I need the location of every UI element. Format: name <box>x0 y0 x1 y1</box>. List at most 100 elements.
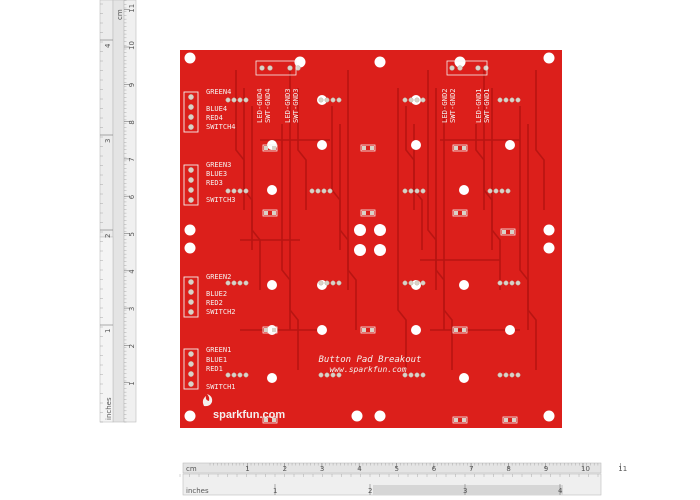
h-cm-tick-label: 2 <box>283 465 287 473</box>
v-cm-tick-label: 5 <box>128 232 136 236</box>
header-pin <box>487 188 493 194</box>
label-blue2: BLUE2 <box>206 290 227 298</box>
side-header-pin <box>188 381 194 387</box>
side-group-2: GREEN2 BLUE2 RED2 SWITCH2 <box>206 273 236 316</box>
header-pin <box>515 280 521 286</box>
header-pin <box>414 280 420 286</box>
header-pin <box>408 372 414 378</box>
mounting-hole <box>374 56 386 68</box>
h-cm-tick-label: 10 <box>581 465 590 473</box>
h-inch-tick-label: 1 <box>273 487 277 495</box>
side-header-pin <box>188 361 194 367</box>
mounting-hole <box>294 56 306 68</box>
header-pin <box>497 372 503 378</box>
copper-traces <box>235 70 545 370</box>
top-right-ground-labels: LED-GND2 SWT-GND2 LED-GND1 SWT-GND1 <box>440 60 491 123</box>
header-pin <box>330 97 336 103</box>
top-header-pin <box>483 65 489 71</box>
side-header-pin <box>188 167 194 173</box>
label-switch2: SWITCH2 <box>206 308 236 316</box>
header-pin <box>414 188 420 194</box>
top-left-ground-labels: LED-GND4 SWT-GND4 LED-GND3 SWT-GND3 <box>255 60 300 123</box>
smd-resistor <box>452 144 468 152</box>
side-group-4: GREEN4 BLUE4 RED4 SWITCH4 <box>206 88 236 131</box>
label-red4: RED4 <box>206 114 223 122</box>
header-pin <box>515 372 521 378</box>
header-pin <box>237 280 243 286</box>
v-cm-tick-label: 2 <box>128 344 136 348</box>
header-pin <box>402 280 408 286</box>
v-inch-tick-label: 4 <box>104 43 112 48</box>
v-cm-tick-label: 9 <box>128 83 136 87</box>
side-header-pin <box>188 104 194 110</box>
header-pin <box>315 188 321 194</box>
button-hole <box>459 373 469 383</box>
h-cm-tick-label: 8 <box>506 465 510 473</box>
header-pin <box>503 280 509 286</box>
side-header-pin <box>188 177 194 183</box>
header-pin <box>225 97 231 103</box>
button-hole <box>317 140 327 150</box>
label-blue4: BLUE4 <box>206 105 227 113</box>
top-header-pin <box>267 65 273 71</box>
button-hole <box>459 185 469 195</box>
pcb-board: LED-GND4 SWT-GND4 LED-GND3 SWT-GND3 LED-… <box>180 50 562 428</box>
mounting-hole <box>184 410 196 422</box>
smd-resistor <box>262 416 278 424</box>
side-header-outlines <box>183 91 199 390</box>
header-pin <box>309 188 315 194</box>
header-pin <box>408 97 414 103</box>
h-cm-tick-label: 7 <box>469 465 473 473</box>
side-group-1: GREEN1 BLUE1 RED1 SWITCH1 <box>206 346 236 391</box>
h-cm-tick-label: 3 <box>320 465 324 473</box>
side-header-pin <box>188 351 194 357</box>
header-pin <box>499 188 505 194</box>
top-header-pin <box>259 65 265 71</box>
label-led-gnd1: LED-GND1 <box>474 88 483 123</box>
center-hole <box>374 244 386 256</box>
header-pin <box>231 372 237 378</box>
side-header-pin <box>188 309 194 315</box>
h-ruler-inch-label: inches <box>186 487 209 495</box>
label-switch1: SWITCH1 <box>206 383 236 391</box>
smd-resistor <box>452 326 468 334</box>
mounting-hole <box>543 410 555 422</box>
label-switch3: SWITCH3 <box>206 196 236 204</box>
mounting-hole <box>184 242 196 254</box>
sparkfun-logo: sparkfun.com <box>202 394 285 421</box>
smd-components <box>262 144 518 424</box>
label-swt-gnd4: SWT-GND4 <box>263 88 272 123</box>
side-header-pin <box>188 299 194 305</box>
header-pin <box>336 372 342 378</box>
header-pin <box>493 188 499 194</box>
board-title: Button Pad Breakout <box>319 355 422 365</box>
header-pin <box>420 372 426 378</box>
header-pin <box>231 280 237 286</box>
smd-resistor <box>360 209 376 217</box>
header-pin <box>318 280 324 286</box>
header-pin <box>408 188 414 194</box>
h-cm-tick-label: 4 <box>357 465 362 473</box>
header-pin <box>330 280 336 286</box>
v-ruler-inch-label: inches <box>105 397 113 420</box>
side-header-pin <box>188 279 194 285</box>
header-pin <box>505 188 511 194</box>
label-blue3: BLUE3 <box>206 170 227 178</box>
header-pin <box>515 97 521 103</box>
label-red1: RED1 <box>206 365 223 373</box>
smd-resistor <box>452 209 468 217</box>
label-blue1: BLUE1 <box>206 356 227 364</box>
side-header-pin <box>188 124 194 130</box>
label-red3: RED3 <box>206 179 223 187</box>
label-led-gnd3: LED-GND3 <box>283 88 292 123</box>
header-pin <box>318 372 324 378</box>
header-pin <box>321 188 327 194</box>
button-hole <box>317 325 327 335</box>
smd-resistor <box>502 416 518 424</box>
v-cm-tick-label: 1 <box>128 381 136 385</box>
board-url: www.sparkfun.com <box>329 365 406 374</box>
header-pin <box>509 280 515 286</box>
side-group-3: GREEN3 BLUE3 RED3 SWITCH3 <box>206 161 236 204</box>
